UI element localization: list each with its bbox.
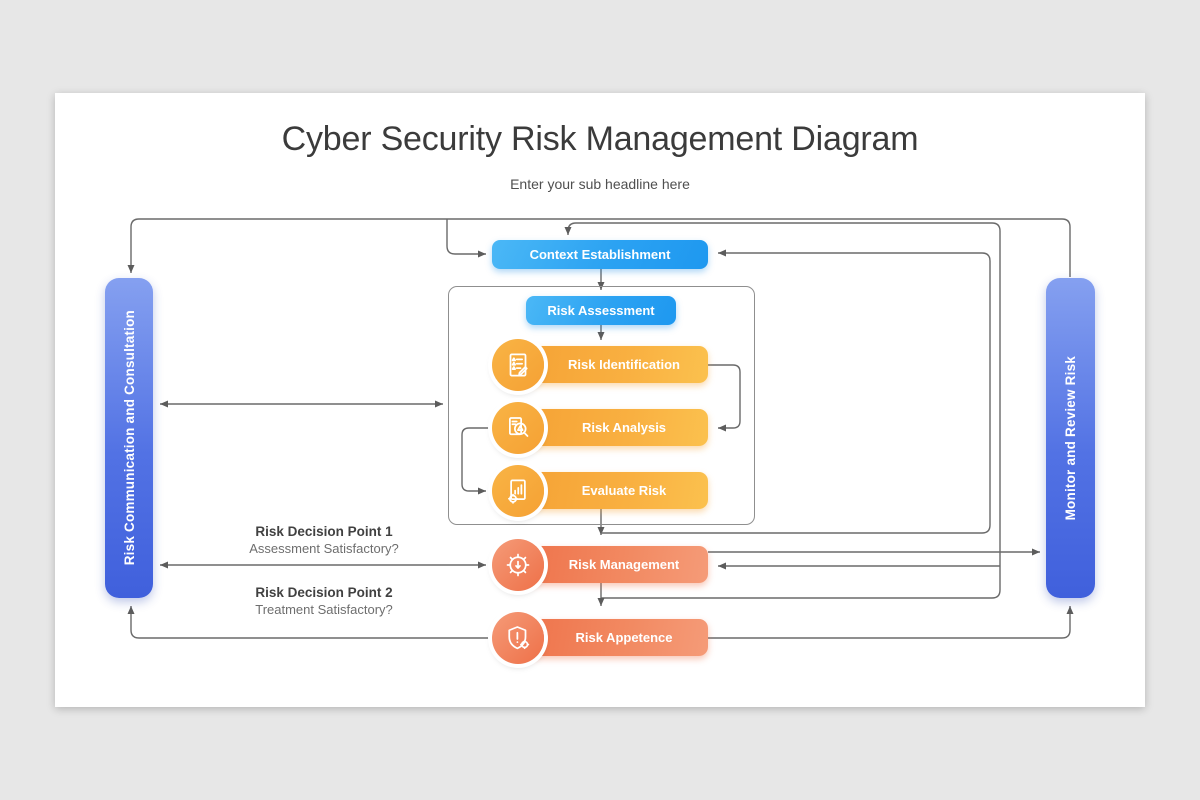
sidebar-monitor-review: Monitor and Review Risk (1046, 278, 1095, 598)
sidebar-monitor-review-label: Monitor and Review Risk (1063, 355, 1078, 521)
risk-appetence-badge (492, 612, 544, 664)
decision-point-2-title: Risk Decision Point 2 (255, 585, 393, 600)
risk-analysis-badge (492, 402, 544, 454)
decision-point-1: Risk Decision Point 1 Assessment Satisfa… (214, 524, 434, 556)
gear-arrow-icon (506, 553, 530, 577)
chart-gear-icon (507, 479, 526, 504)
sidebar-risk-communication: Risk Communication and Consultation (105, 278, 153, 598)
node-risk-management-label: Risk Management (568, 557, 680, 572)
magnifier-warning-icon (509, 417, 529, 437)
checklist-pencil-icon (509, 353, 528, 377)
node-risk-assessment-label: Risk Assessment (547, 303, 655, 318)
node-risk-identification-label: Risk Identification (568, 357, 680, 372)
page-subtitle: Enter your sub headline here (510, 176, 690, 192)
evaluate-risk-badge (492, 465, 544, 517)
node-evaluate-risk-label: Evaluate Risk (581, 483, 667, 498)
decision-point-2: Risk Decision Point 2 Treatment Satisfac… (214, 585, 434, 617)
decision-point-1-question: Assessment Satisfactory? (249, 541, 399, 556)
decision-point-1-title: Risk Decision Point 1 (255, 524, 393, 539)
page-title: Cyber Security Risk Management Diagram (281, 120, 919, 158)
node-risk-assessment: Risk Assessment (526, 296, 676, 325)
node-context-establishment: Context Establishment (492, 240, 708, 269)
sidebar-risk-communication-label: Risk Communication and Consultation (121, 310, 137, 566)
node-context-establishment-label: Context Establishment (529, 247, 671, 262)
node-risk-analysis-label: Risk Analysis (581, 420, 667, 435)
node-risk-appetence-label: Risk Appetence (575, 630, 673, 645)
risk-identification-badge (492, 339, 544, 391)
risk-management-badge (492, 539, 544, 591)
decision-point-2-question: Treatment Satisfactory? (255, 602, 393, 617)
shield-alert-icon (508, 626, 530, 650)
